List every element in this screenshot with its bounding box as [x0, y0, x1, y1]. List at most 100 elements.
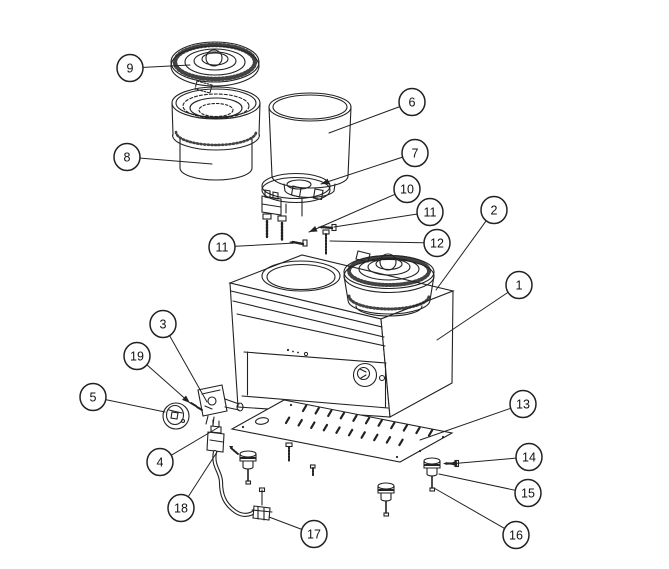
callout-number: 10	[400, 183, 414, 197]
vent-slat	[385, 436, 392, 444]
callout-number: 14	[522, 451, 536, 465]
callout-balloon-13	[509, 389, 537, 419]
panel-markings	[286, 348, 309, 357]
callout-arrowhead	[321, 178, 330, 185]
callout-balloon-14	[515, 442, 543, 472]
inset-pot-right	[268, 92, 352, 201]
callout-leader-line	[438, 473, 516, 491]
callout-balloon-1	[505, 270, 533, 300]
vent-slat	[390, 421, 396, 430]
callout-leader-line	[169, 335, 208, 403]
callout-balloon-12	[423, 228, 451, 258]
callout-balloon-18	[167, 493, 195, 523]
callout-number: 7	[412, 147, 419, 161]
callout-number: 3	[160, 318, 167, 332]
vent-slat	[352, 414, 358, 422]
callout-leader-line	[268, 516, 302, 530]
callout-number: 9	[127, 62, 134, 76]
callout-balloon-8	[113, 142, 141, 172]
vent-slat	[402, 424, 409, 432]
callout-leader-line	[435, 220, 487, 291]
callout-balloon-11	[208, 232, 236, 262]
callout-balloon-5	[79, 382, 107, 412]
callout-number: 15	[521, 487, 535, 501]
callout-balloon-19	[123, 341, 151, 371]
vent-slat	[398, 438, 404, 447]
callout-leader-line	[308, 193, 396, 233]
callout-leader-line	[436, 292, 509, 341]
thermostat	[190, 384, 244, 426]
callout-leader-line	[187, 451, 218, 498]
vent-slat	[360, 431, 366, 439]
vent-slat	[415, 426, 421, 435]
foot-right	[423, 457, 441, 492]
callout-arrowhead	[449, 460, 458, 467]
callout-balloon-10	[393, 174, 421, 204]
callout-leader-line	[320, 156, 403, 185]
callout-leader-line	[146, 364, 191, 404]
bottom-panel	[230, 399, 454, 463]
callout-number: 11	[216, 241, 229, 255]
callout-balloon-2	[480, 195, 508, 225]
callout-leader-line	[448, 457, 517, 465]
callout-balloon-3	[149, 309, 177, 339]
callout-number: 17	[307, 528, 321, 542]
callout-balloon-9	[116, 53, 144, 83]
callout-arrowhead	[182, 395, 190, 403]
callout-leader-line	[329, 240, 425, 244]
vent-slat	[301, 404, 308, 413]
vent-slat	[427, 429, 434, 437]
foot-middle	[377, 482, 395, 517]
callout-leader-line	[234, 242, 296, 247]
callout-number: 16	[509, 529, 523, 543]
counter-open-well	[261, 260, 341, 292]
callout-leader-line	[433, 487, 505, 529]
callout-number: 1	[516, 279, 523, 293]
callout-leader-line	[171, 426, 220, 456]
control-knob	[352, 362, 386, 388]
callout-balloon-6	[398, 87, 426, 117]
callout-balloon-15	[514, 478, 542, 508]
callout-number: 12	[430, 237, 444, 251]
callout-leader-line	[105, 399, 166, 413]
panel-screws	[229, 442, 316, 477]
element-screws	[262, 213, 337, 255]
callout-leader-line	[419, 407, 511, 441]
callout-balloon-4	[146, 447, 174, 477]
foot-left	[239, 450, 257, 485]
callout-number: 18	[174, 502, 188, 516]
callout-balloon-16	[502, 520, 530, 550]
vent-slat	[284, 416, 291, 425]
vent-slat	[364, 416, 371, 425]
knob	[162, 402, 190, 430]
cabinet-body	[228, 250, 455, 418]
callout-leader-line	[139, 157, 213, 165]
seated-pot	[343, 253, 435, 317]
vent-slat	[314, 406, 320, 415]
callout-number: 13	[516, 398, 530, 412]
vent-slat	[347, 428, 354, 437]
heating-element	[261, 172, 331, 217]
callout-number: 4	[157, 456, 164, 470]
vent-slat	[339, 411, 346, 420]
callout-leader-line	[333, 213, 418, 228]
cord-strain-relief	[251, 487, 273, 521]
vent-slat	[377, 419, 383, 427]
panel-holes	[241, 403, 445, 459]
vent-slat	[327, 409, 333, 417]
power-cord-assembly	[206, 419, 273, 521]
vent-slat	[373, 433, 379, 442]
callout-balloon-7	[401, 138, 429, 168]
vent-slats	[284, 404, 434, 447]
callout-arrowhead	[309, 226, 318, 232]
callout-number: 5	[90, 391, 97, 405]
callout-number: 8	[124, 151, 131, 165]
callout-number: 6	[409, 96, 416, 110]
callout-leader-line	[142, 64, 191, 68]
callout-leader-line	[328, 106, 400, 134]
vent-slat	[310, 421, 316, 429]
mounting-screws	[190, 402, 203, 411]
